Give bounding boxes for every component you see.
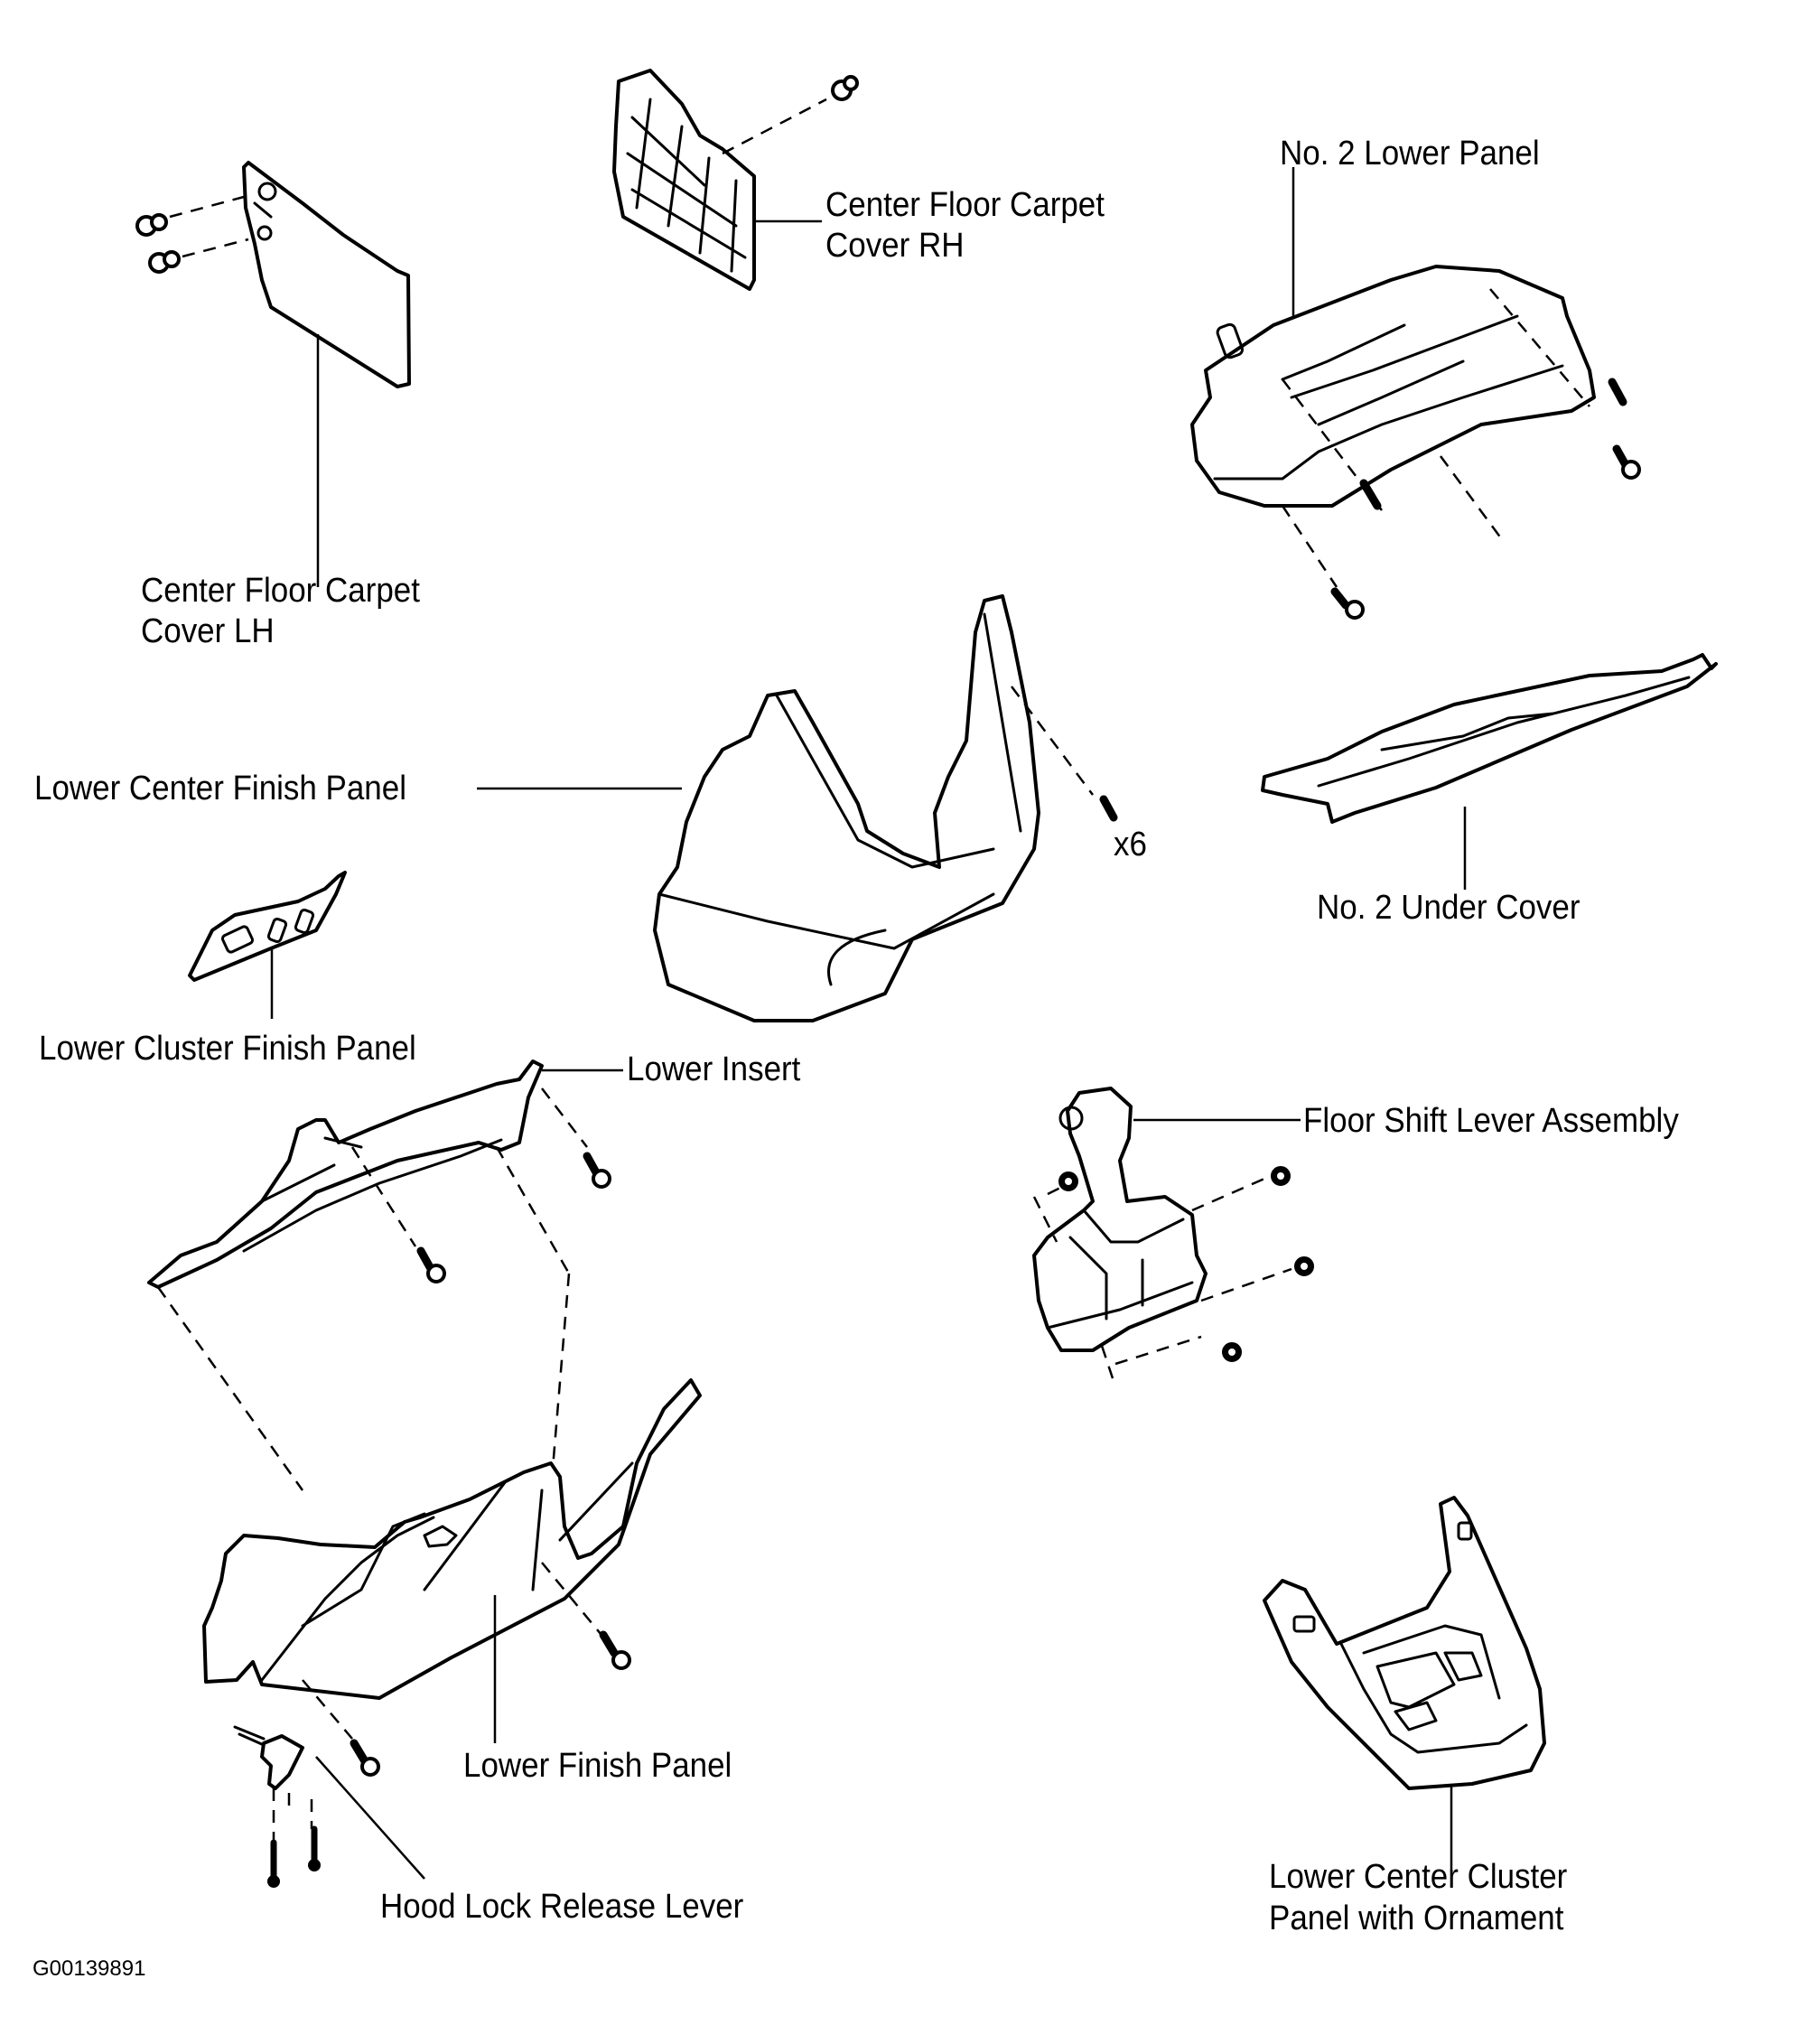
label-lower-center-cluster-panel-line2: Panel with Ornament xyxy=(1269,1899,1564,1937)
label-no-2-under-cover: No. 2 Under Cover xyxy=(1317,889,1581,927)
label-center-floor-carpet-cover-lh-line2: Cover LH xyxy=(141,612,275,650)
no-2-lower-panel-part xyxy=(1190,167,1641,620)
nut-icon xyxy=(1222,1342,1242,1362)
label-center-floor-carpet-cover-rh-line2: Cover RH xyxy=(825,227,965,265)
bolt-icon xyxy=(350,1739,380,1777)
nut-icon xyxy=(1058,1171,1078,1191)
bolt-icon xyxy=(583,1152,611,1189)
bolt-icon xyxy=(1330,587,1365,620)
label-hood-lock-release-lever: Hood Lock Release Lever xyxy=(380,1888,744,1926)
label-floor-shift-lever-assembly: Floor Shift Lever Assembly xyxy=(1303,1102,1679,1140)
nut-icon xyxy=(1294,1256,1314,1276)
label-lower-insert: Lower Insert xyxy=(627,1050,801,1088)
lower-center-finish-panel-part xyxy=(477,594,1118,1022)
label-lower-finish-panel: Lower Finish Panel xyxy=(463,1747,732,1785)
bolt-icon xyxy=(1612,444,1641,480)
figure-code: G00139891 xyxy=(33,1956,146,1981)
no-2-under-cover-part xyxy=(1261,653,1718,890)
screw-icon xyxy=(1608,378,1627,406)
label-center-floor-carpet-cover-rh-line1: Center Floor Carpet xyxy=(825,186,1105,224)
bolt-icon xyxy=(135,213,168,237)
lower-finish-panel-part xyxy=(202,1378,702,1777)
label-lower-cluster-finish-panel: Lower Cluster Finish Panel xyxy=(39,1030,416,1068)
screw-icon xyxy=(267,1839,280,1888)
bolt-icon xyxy=(416,1246,446,1283)
label-center-floor-carpet-cover-lh-line1: Center Floor Carpet xyxy=(141,572,420,610)
label-fastener-quantity-x6: x6 xyxy=(1114,826,1147,863)
clip-icon xyxy=(831,75,859,101)
screw-icon xyxy=(1099,795,1118,822)
screw-icon xyxy=(308,1825,321,1871)
floor-shift-lever-assembly-part xyxy=(1032,1087,1314,1387)
screw-icon xyxy=(1359,479,1382,510)
leader-line xyxy=(315,1756,425,1880)
lower-cluster-finish-panel-part xyxy=(188,871,347,1019)
label-lower-center-cluster-panel-line1: Lower Center Cluster xyxy=(1269,1858,1568,1896)
label-no-2-lower-panel: No. 2 Lower Panel xyxy=(1280,135,1540,173)
bolt-icon xyxy=(599,1630,631,1670)
bolt-icon xyxy=(148,250,181,274)
hood-lock-release-lever-part xyxy=(233,1725,425,1888)
center-floor-carpet-cover-rh-part xyxy=(612,69,859,291)
center-floor-carpet-cover-lh-part xyxy=(135,161,411,587)
label-lower-center-finish-panel: Lower Center Finish Panel xyxy=(34,770,406,807)
lower-center-cluster-panel-part xyxy=(1263,1496,1546,1870)
lower-insert-part xyxy=(147,1059,623,1491)
nut-icon xyxy=(1271,1166,1291,1186)
